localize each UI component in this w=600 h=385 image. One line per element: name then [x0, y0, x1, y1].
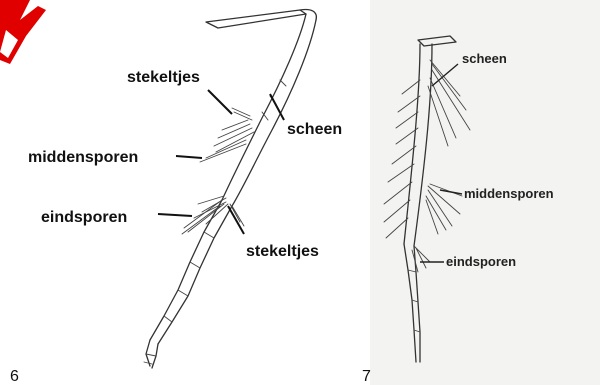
figure6-leg [144, 9, 316, 368]
corner-mark [0, 0, 46, 64]
fig6-label-stekeltjes-bottom: stekeltjes [246, 243, 319, 260]
figure7-number: 7 [362, 368, 371, 385]
fig7-label-middensporen: middensporen [464, 186, 554, 201]
figure6-number: 6 [10, 368, 19, 385]
fig7-label-scheen: scheen [462, 51, 507, 66]
fig6-label-scheen: scheen [287, 121, 342, 138]
fig6-label-eindsporen: eindsporen [41, 209, 127, 226]
fig7-label-eindsporen: eindsporen [446, 254, 516, 269]
fig6-label-stekeltjes-top: stekeltjes [127, 69, 200, 86]
fig6-label-middensporen: middensporen [28, 149, 138, 166]
